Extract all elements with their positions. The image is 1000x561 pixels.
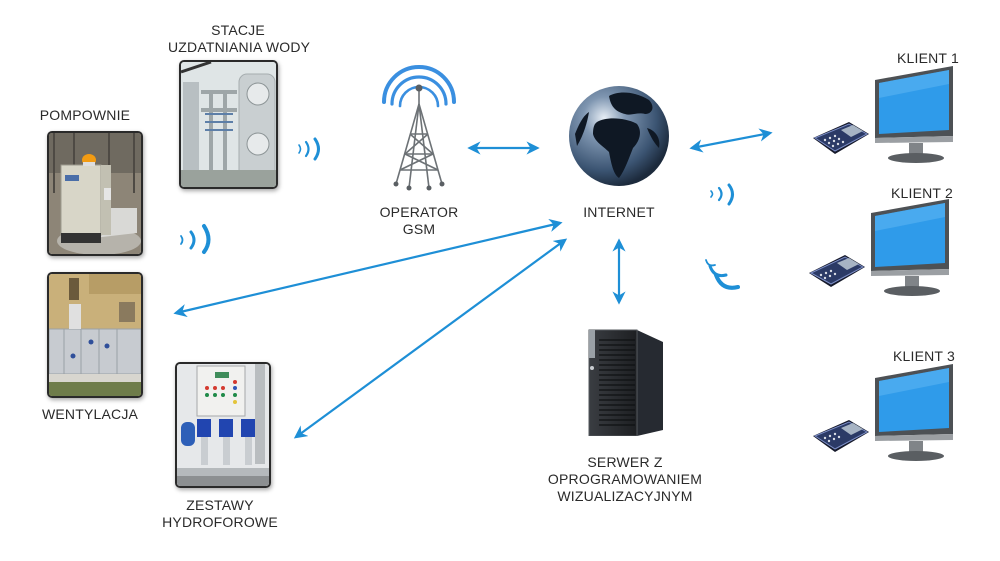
mobile-phone-icon	[813, 122, 869, 154]
water-treatment-photo	[179, 60, 278, 189]
arrow-internet-klient1	[689, 128, 773, 153]
klient-3: KLIENT 3	[805, 346, 980, 466]
serwer-label-line2: OPROGRAMOWANIEM	[547, 471, 703, 487]
globe-icon	[569, 86, 669, 186]
water-treatment-illustration	[181, 62, 276, 187]
mobile-phone-icon	[813, 420, 869, 452]
stacje-label-line1: STACJE	[211, 22, 265, 38]
klient-1-label: KLIENT 1	[896, 50, 960, 66]
operator-label-line1: OPERATOR	[379, 204, 459, 220]
zestawy-label: ZESTAWY HYDROFOROWE	[155, 497, 285, 531]
server-tower-icon	[588, 329, 663, 436]
zestawy-label-line2: HYDROFOROWE	[162, 514, 278, 530]
wireless-signal-stacje	[298, 137, 320, 161]
wireless-signal-klient3	[705, 259, 740, 290]
klient-1-devices	[813, 66, 953, 163]
pompownie-label: POMPOWNIE	[39, 107, 131, 123]
wireless-signal-pompownie	[180, 224, 211, 254]
monitor-icon	[875, 364, 953, 461]
klient-2-label: KLIENT 2	[890, 185, 954, 201]
monitor-icon	[871, 199, 949, 296]
operator-label-line2: GSM	[402, 221, 436, 237]
radio-tower-icon	[382, 65, 456, 191]
wireless-signal-klient2	[710, 183, 734, 206]
pump-station-illustration	[49, 133, 141, 254]
serwer-label-line1: SERWER Z	[587, 454, 663, 470]
klient-2-devices	[809, 199, 949, 296]
ventilation-unit-illustration	[49, 274, 141, 396]
klient-1: KLIENT 1	[805, 48, 980, 168]
monitor-icon	[875, 66, 953, 163]
mobile-phone-icon	[809, 255, 865, 287]
zestawy-label-line1: ZESTAWY	[186, 497, 254, 513]
serwer-label: SERWER Z OPROGRAMOWANIEM WIZUALIZACYJNYM	[545, 454, 705, 505]
klient-2: KLIENT 2	[805, 183, 980, 303]
serwer-label-line3: WIZUALIZACYJNYM	[557, 488, 693, 504]
wentylacja-label: WENTYLACJA	[41, 406, 139, 422]
booster-pump-set-photo	[175, 362, 271, 488]
ventilation-unit-photo	[47, 272, 143, 398]
operator-label: OPERATOR GSM	[364, 204, 474, 238]
booster-pump-set-illustration	[177, 364, 269, 486]
internet-label: INTERNET	[583, 204, 655, 220]
pump-station-photo	[47, 131, 143, 256]
klient-3-label: KLIENT 3	[892, 348, 956, 364]
stacje-label: STACJE UZDATNIANIA WODY	[168, 22, 311, 56]
klient-3-devices	[813, 364, 953, 461]
arrow-internet-zestawy	[293, 238, 568, 439]
stacje-label-line2: UZDATNIANIA WODY	[168, 39, 311, 55]
